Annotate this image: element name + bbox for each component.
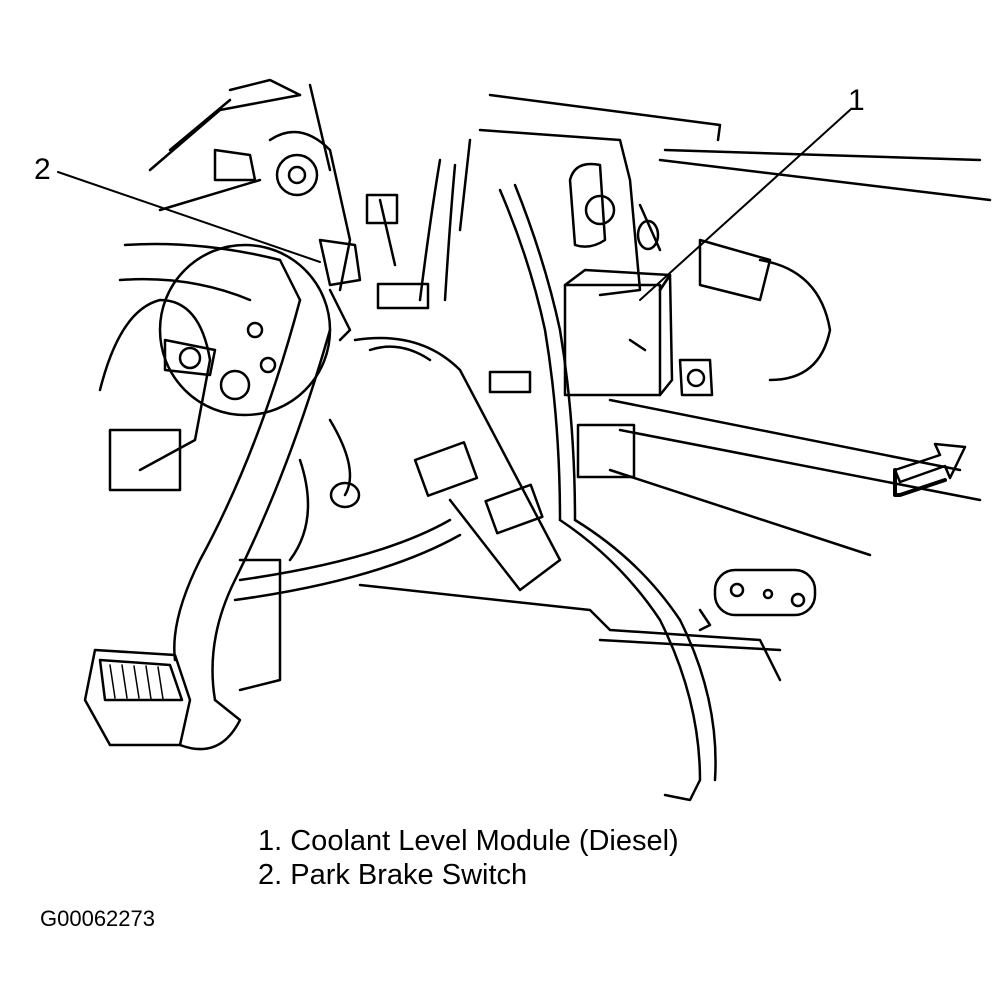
callout-number-1: 1 [848,84,865,117]
pedal-pad [83,648,242,751]
connectors [365,193,636,535]
pedal-bracket [98,242,332,492]
legend-item-coolant-level-module: 1. Coolant Level Module (Diesel) [258,825,679,857]
brake-pedal-arm [173,298,562,702]
coolant-level-module [458,128,714,397]
legend: 1. Coolant Level Module (Diesel) 2. Park… [258,824,679,892]
dash-structure [148,78,992,557]
leader-line-1 [639,109,851,301]
floor-plate [358,568,817,682]
callout-number-2: 2 [34,153,51,186]
direction-arrow-icon [893,442,967,497]
leader-lines [57,109,851,301]
park-brake-switch [213,130,362,342]
figure-id: G00062273 [40,906,155,931]
legend-item-park-brake-switch: 2. Park Brake Switch [258,859,528,891]
wiring-harness [233,158,717,802]
leader-line-2 [57,171,321,263]
